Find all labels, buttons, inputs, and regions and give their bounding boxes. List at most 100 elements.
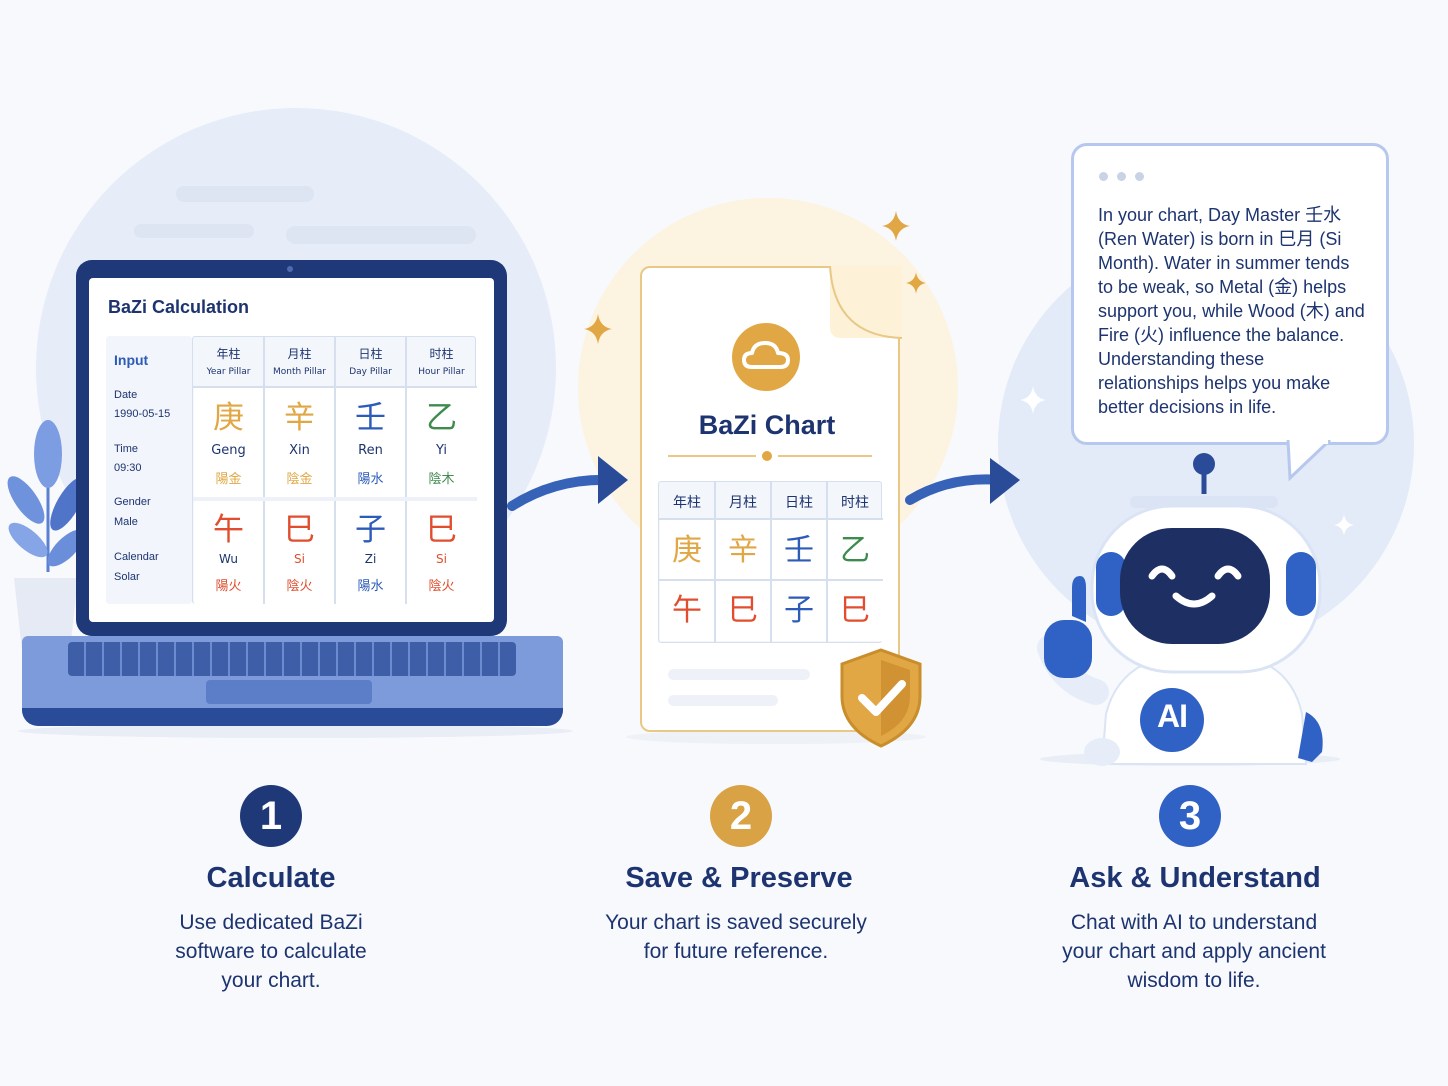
placeholder-line: [668, 695, 778, 706]
laptop-keyboard: [68, 642, 516, 676]
document-fold-edge: [829, 265, 903, 339]
ai-badge: AI: [1157, 698, 1188, 734]
chart-header: 时柱: [841, 495, 869, 511]
branch-element: 陰火: [286, 579, 313, 594]
chart-branch: 子: [784, 593, 814, 628]
stem-pinyin: Geng: [211, 443, 246, 458]
chart-header: 月柱: [729, 495, 757, 511]
title-divider: [668, 455, 756, 457]
chart-branch: 午: [672, 593, 702, 628]
chart-stem: 壬: [784, 533, 814, 568]
stem-pinyin: Ren: [358, 443, 383, 458]
heavenly-stem: 辛: [284, 400, 315, 436]
stem-element: 陰金: [286, 472, 313, 487]
robot-icon: [1037, 453, 1323, 766]
stem-pinyin: Yi: [435, 443, 448, 458]
step-number-2: 2: [710, 785, 772, 847]
cloud-icon: [732, 323, 800, 391]
chart-stem: 乙: [840, 533, 870, 568]
input-time-label: Time: [114, 443, 139, 455]
chart-header: 年柱: [673, 495, 701, 511]
stem-element: 陽金: [215, 472, 242, 487]
grid-row-divider: [193, 386, 477, 388]
pillar-header-cn: 时柱: [429, 347, 454, 361]
sparkle-icon: [584, 314, 612, 344]
ground-shadow-2: [626, 730, 926, 744]
ground-shadow-1: [18, 724, 573, 738]
pillar-header-cn: 年柱: [216, 347, 241, 361]
branch-pinyin: Si: [436, 552, 447, 566]
document-page-fold: [830, 266, 902, 338]
cloud-decoration: [286, 226, 476, 244]
pillar-header-en: Hour Pillar: [418, 367, 465, 377]
heavenly-stem: 乙: [426, 400, 457, 436]
stem-pinyin: Xin: [289, 443, 310, 458]
grid-divider: [405, 337, 407, 603]
pillar-header-en: Month Pillar: [272, 367, 326, 377]
chart-grid: 年柱庚午月柱辛巳日柱壬子时柱乙巳: [658, 481, 883, 643]
pillar-header-cn: 日柱: [358, 347, 383, 361]
laptop-camera: [287, 266, 293, 272]
grid-divider: [334, 337, 336, 603]
earthly-branch: 巳: [426, 512, 457, 548]
stem-element: 陽水: [357, 472, 384, 487]
input-date-label: Date: [114, 389, 138, 401]
chat-bubble-tail: [1286, 440, 1332, 482]
chart-header: 日柱: [785, 495, 813, 511]
bazi-calculation-title: BaZi Calculation: [108, 297, 250, 317]
grid-divider: [770, 482, 772, 642]
sparkle-icon: [882, 211, 910, 241]
grid-divider: [263, 337, 265, 603]
chart-branch: 巳: [728, 593, 758, 628]
input-heading: Input: [114, 352, 149, 368]
input-gender-label: Gender: [114, 496, 151, 508]
laptop-trackpad: [206, 680, 372, 704]
earthly-branch: 午: [213, 512, 244, 548]
grid-divider: [714, 482, 716, 642]
input-calendar-value: Solar: [114, 571, 140, 583]
step-title-save-preserve: Save & Preserve: [625, 862, 853, 894]
laptop-base-edge: [22, 708, 563, 726]
placeholder-line: [668, 669, 810, 680]
earthly-branch: 巳: [284, 512, 315, 548]
grid-row-divider: [193, 497, 477, 501]
step-description-calculate: Use dedicated BaZi software to calculate…: [175, 911, 367, 992]
step-number-1: 1: [240, 785, 302, 847]
branch-element: 陽水: [357, 579, 384, 594]
step-number-3: 3: [1159, 785, 1221, 847]
arrow-right-icon: [905, 458, 1020, 505]
input-gender-value: Male: [114, 516, 138, 528]
branch-element: 陽火: [215, 579, 242, 594]
grid-divider: [826, 482, 828, 642]
heavenly-stem: 庚: [213, 400, 244, 436]
bazi-chart-title: BaZi Chart: [698, 410, 836, 440]
grid-row-divider: [659, 579, 883, 581]
step-title-ask-understand: Ask & Understand: [1069, 862, 1321, 894]
input-panel: [106, 336, 192, 604]
chart-stem: 庚: [672, 533, 702, 568]
branch-pinyin: Si: [294, 552, 305, 566]
stem-element: 陰木: [428, 472, 455, 487]
branch-pinyin: Wu: [218, 552, 239, 566]
cloud-decoration: [176, 186, 314, 202]
step-description-ask-understand: Chat with AI to understand your chart an…: [1062, 911, 1326, 992]
chart-branch: 巳: [840, 593, 870, 628]
pillar-header-cn: 月柱: [287, 347, 312, 361]
plant-icon: [7, 420, 84, 650]
input-calendar-label: Calendar: [114, 551, 159, 563]
heavenly-stem: 壬: [355, 400, 386, 436]
title-divider: [778, 455, 872, 457]
step-title-calculate: Calculate: [206, 862, 336, 894]
chart-stem: 辛: [728, 533, 758, 568]
shield-check-icon: [840, 648, 922, 748]
pillar-header-en: Day Pillar: [349, 367, 392, 377]
sparkle-icon: [906, 272, 926, 294]
earthly-branch: 子: [355, 512, 386, 548]
title-divider-dot: [762, 451, 772, 461]
step-description-save-preserve: Your chart is saved securely for future …: [605, 911, 867, 963]
chat-bubble: [1071, 143, 1389, 445]
sparkle-icon: [1334, 514, 1354, 536]
typing-dot: [1135, 172, 1144, 181]
cloud-decoration: [134, 224, 254, 238]
